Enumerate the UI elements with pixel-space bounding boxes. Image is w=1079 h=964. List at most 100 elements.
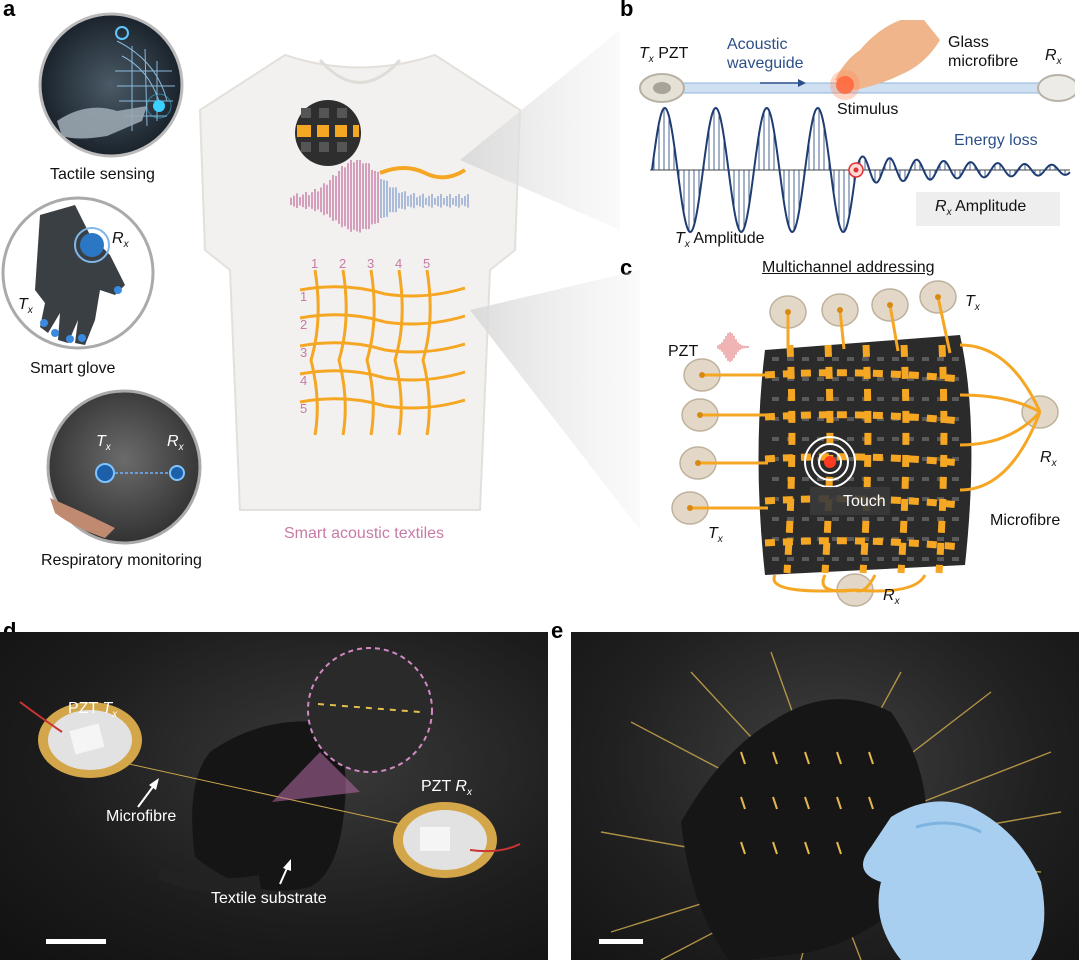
weave-cell bbox=[922, 537, 929, 541]
d-pzt-rx-label: PZT Rx bbox=[421, 778, 472, 799]
glove-tx-label: Tx bbox=[18, 296, 33, 317]
grid-column-fibre bbox=[421, 269, 432, 436]
pzt-connector bbox=[854, 574, 927, 593]
weave-cell bbox=[802, 517, 809, 521]
grid-column-number: 5 bbox=[423, 256, 430, 271]
weave-cell bbox=[832, 537, 839, 541]
woven-fibre-highlight bbox=[740, 796, 746, 810]
panel-d-photo: PZT Tx Microfibre PZT Rx Textile substra… bbox=[0, 632, 548, 960]
panel-e-illustration bbox=[599, 651, 1062, 960]
weave-cell bbox=[952, 497, 959, 501]
woven-fibre-highlight bbox=[804, 796, 810, 810]
weave-cell bbox=[847, 517, 854, 521]
weave-cell bbox=[877, 397, 884, 401]
grid-row-number: 2 bbox=[300, 317, 307, 332]
weave-cell bbox=[832, 557, 839, 561]
weave-cell bbox=[877, 557, 884, 561]
weave-cell bbox=[922, 457, 929, 461]
d-microfibre-label: Microfibre bbox=[106, 808, 177, 825]
grid-row-fibre bbox=[299, 313, 466, 326]
connector-dot bbox=[695, 460, 701, 466]
weave-cell bbox=[862, 557, 869, 561]
weave-cell bbox=[952, 477, 959, 481]
weave-cell bbox=[952, 377, 959, 381]
glove-rx-label: Rx bbox=[112, 230, 129, 251]
weave-cell bbox=[772, 397, 779, 401]
weave-cell bbox=[817, 397, 824, 401]
fabric-column-fibre bbox=[783, 344, 796, 574]
weave-cell bbox=[892, 357, 899, 361]
weave-cell bbox=[892, 557, 899, 561]
weave-cell bbox=[922, 417, 929, 421]
connector-dot bbox=[687, 505, 693, 511]
pzt-connector bbox=[959, 411, 1042, 492]
b-glass-label: Glass bbox=[948, 34, 989, 51]
weave-cell bbox=[907, 357, 914, 361]
weave-cell bbox=[832, 517, 839, 521]
smart-glove-image bbox=[1, 196, 155, 350]
weave-cell bbox=[862, 517, 869, 521]
weave-cell bbox=[922, 517, 929, 521]
pzt-connector bbox=[936, 296, 952, 354]
c-microfibre-label: Microfibre bbox=[990, 512, 1061, 529]
pzt-connector bbox=[838, 309, 846, 350]
pzt-connector bbox=[959, 393, 1041, 414]
weave-cell bbox=[922, 557, 929, 561]
weave-cell bbox=[907, 477, 914, 481]
weave-cell bbox=[802, 557, 809, 561]
grid-column-fibre bbox=[393, 269, 404, 436]
weave-cell bbox=[832, 357, 839, 361]
weave-cell bbox=[952, 517, 959, 521]
weave-cell bbox=[922, 397, 929, 401]
weave-cell bbox=[772, 497, 779, 501]
weave-cell bbox=[802, 417, 809, 421]
weave-cell bbox=[877, 477, 884, 481]
weave-cell bbox=[937, 537, 944, 541]
fabric-column-fibre bbox=[859, 344, 872, 574]
weave-cell bbox=[847, 537, 854, 541]
woven-fibre-highlight bbox=[836, 751, 842, 765]
c-tx-bottom-label: Tx bbox=[708, 525, 723, 546]
c-tx-top-label: Tx bbox=[965, 293, 980, 314]
grid-row-number: 4 bbox=[300, 373, 307, 388]
fabric-row-fibre bbox=[764, 453, 961, 467]
b-waveguide-label: waveguide bbox=[727, 55, 804, 72]
weave-cell bbox=[847, 397, 854, 401]
weave-cell bbox=[772, 357, 779, 361]
weave-cell bbox=[772, 437, 779, 441]
weave-cell bbox=[907, 397, 914, 401]
weave-cell bbox=[772, 377, 779, 381]
woven-fibre-highlight bbox=[836, 841, 842, 855]
weave-cell bbox=[922, 357, 929, 361]
weave-cell bbox=[937, 557, 944, 561]
panel-label-a: a bbox=[3, 0, 16, 21]
weave-cell bbox=[922, 477, 929, 481]
grid-row-number: 3 bbox=[300, 345, 307, 360]
connector-dot bbox=[837, 307, 843, 313]
caption-tactile-sensing: Tactile sensing bbox=[50, 166, 155, 183]
weave-cell bbox=[892, 397, 899, 401]
weave-cell bbox=[847, 357, 854, 361]
weave-cell bbox=[772, 557, 779, 561]
weave-cell bbox=[922, 377, 929, 381]
weave-cell bbox=[817, 477, 824, 481]
weave-cell bbox=[817, 357, 824, 361]
weave-cell bbox=[817, 377, 824, 381]
weave-cell bbox=[832, 437, 839, 441]
weave-cell bbox=[817, 557, 824, 561]
panel-d-illustration bbox=[19, 647, 521, 944]
grid-row-fibre bbox=[299, 341, 466, 354]
grid-column-number: 4 bbox=[395, 256, 402, 271]
woven-fibre-highlight bbox=[740, 841, 746, 855]
panel-label-b: b bbox=[620, 0, 634, 21]
grid-row-number: 1 bbox=[300, 289, 307, 304]
d-pzt-tx-label: PZT Tx bbox=[68, 700, 118, 721]
b-tx-amplitude-label: Tx Amplitude bbox=[675, 230, 765, 251]
c-touch-label: Touch bbox=[843, 493, 886, 510]
resp-tx-label: Tx bbox=[96, 433, 111, 454]
weave-cell bbox=[877, 377, 884, 381]
grid-column-fibre bbox=[365, 269, 376, 436]
weave-cell bbox=[847, 377, 854, 381]
weave-cell bbox=[907, 557, 914, 561]
c-rx-bottom-label: Rx bbox=[883, 587, 900, 608]
